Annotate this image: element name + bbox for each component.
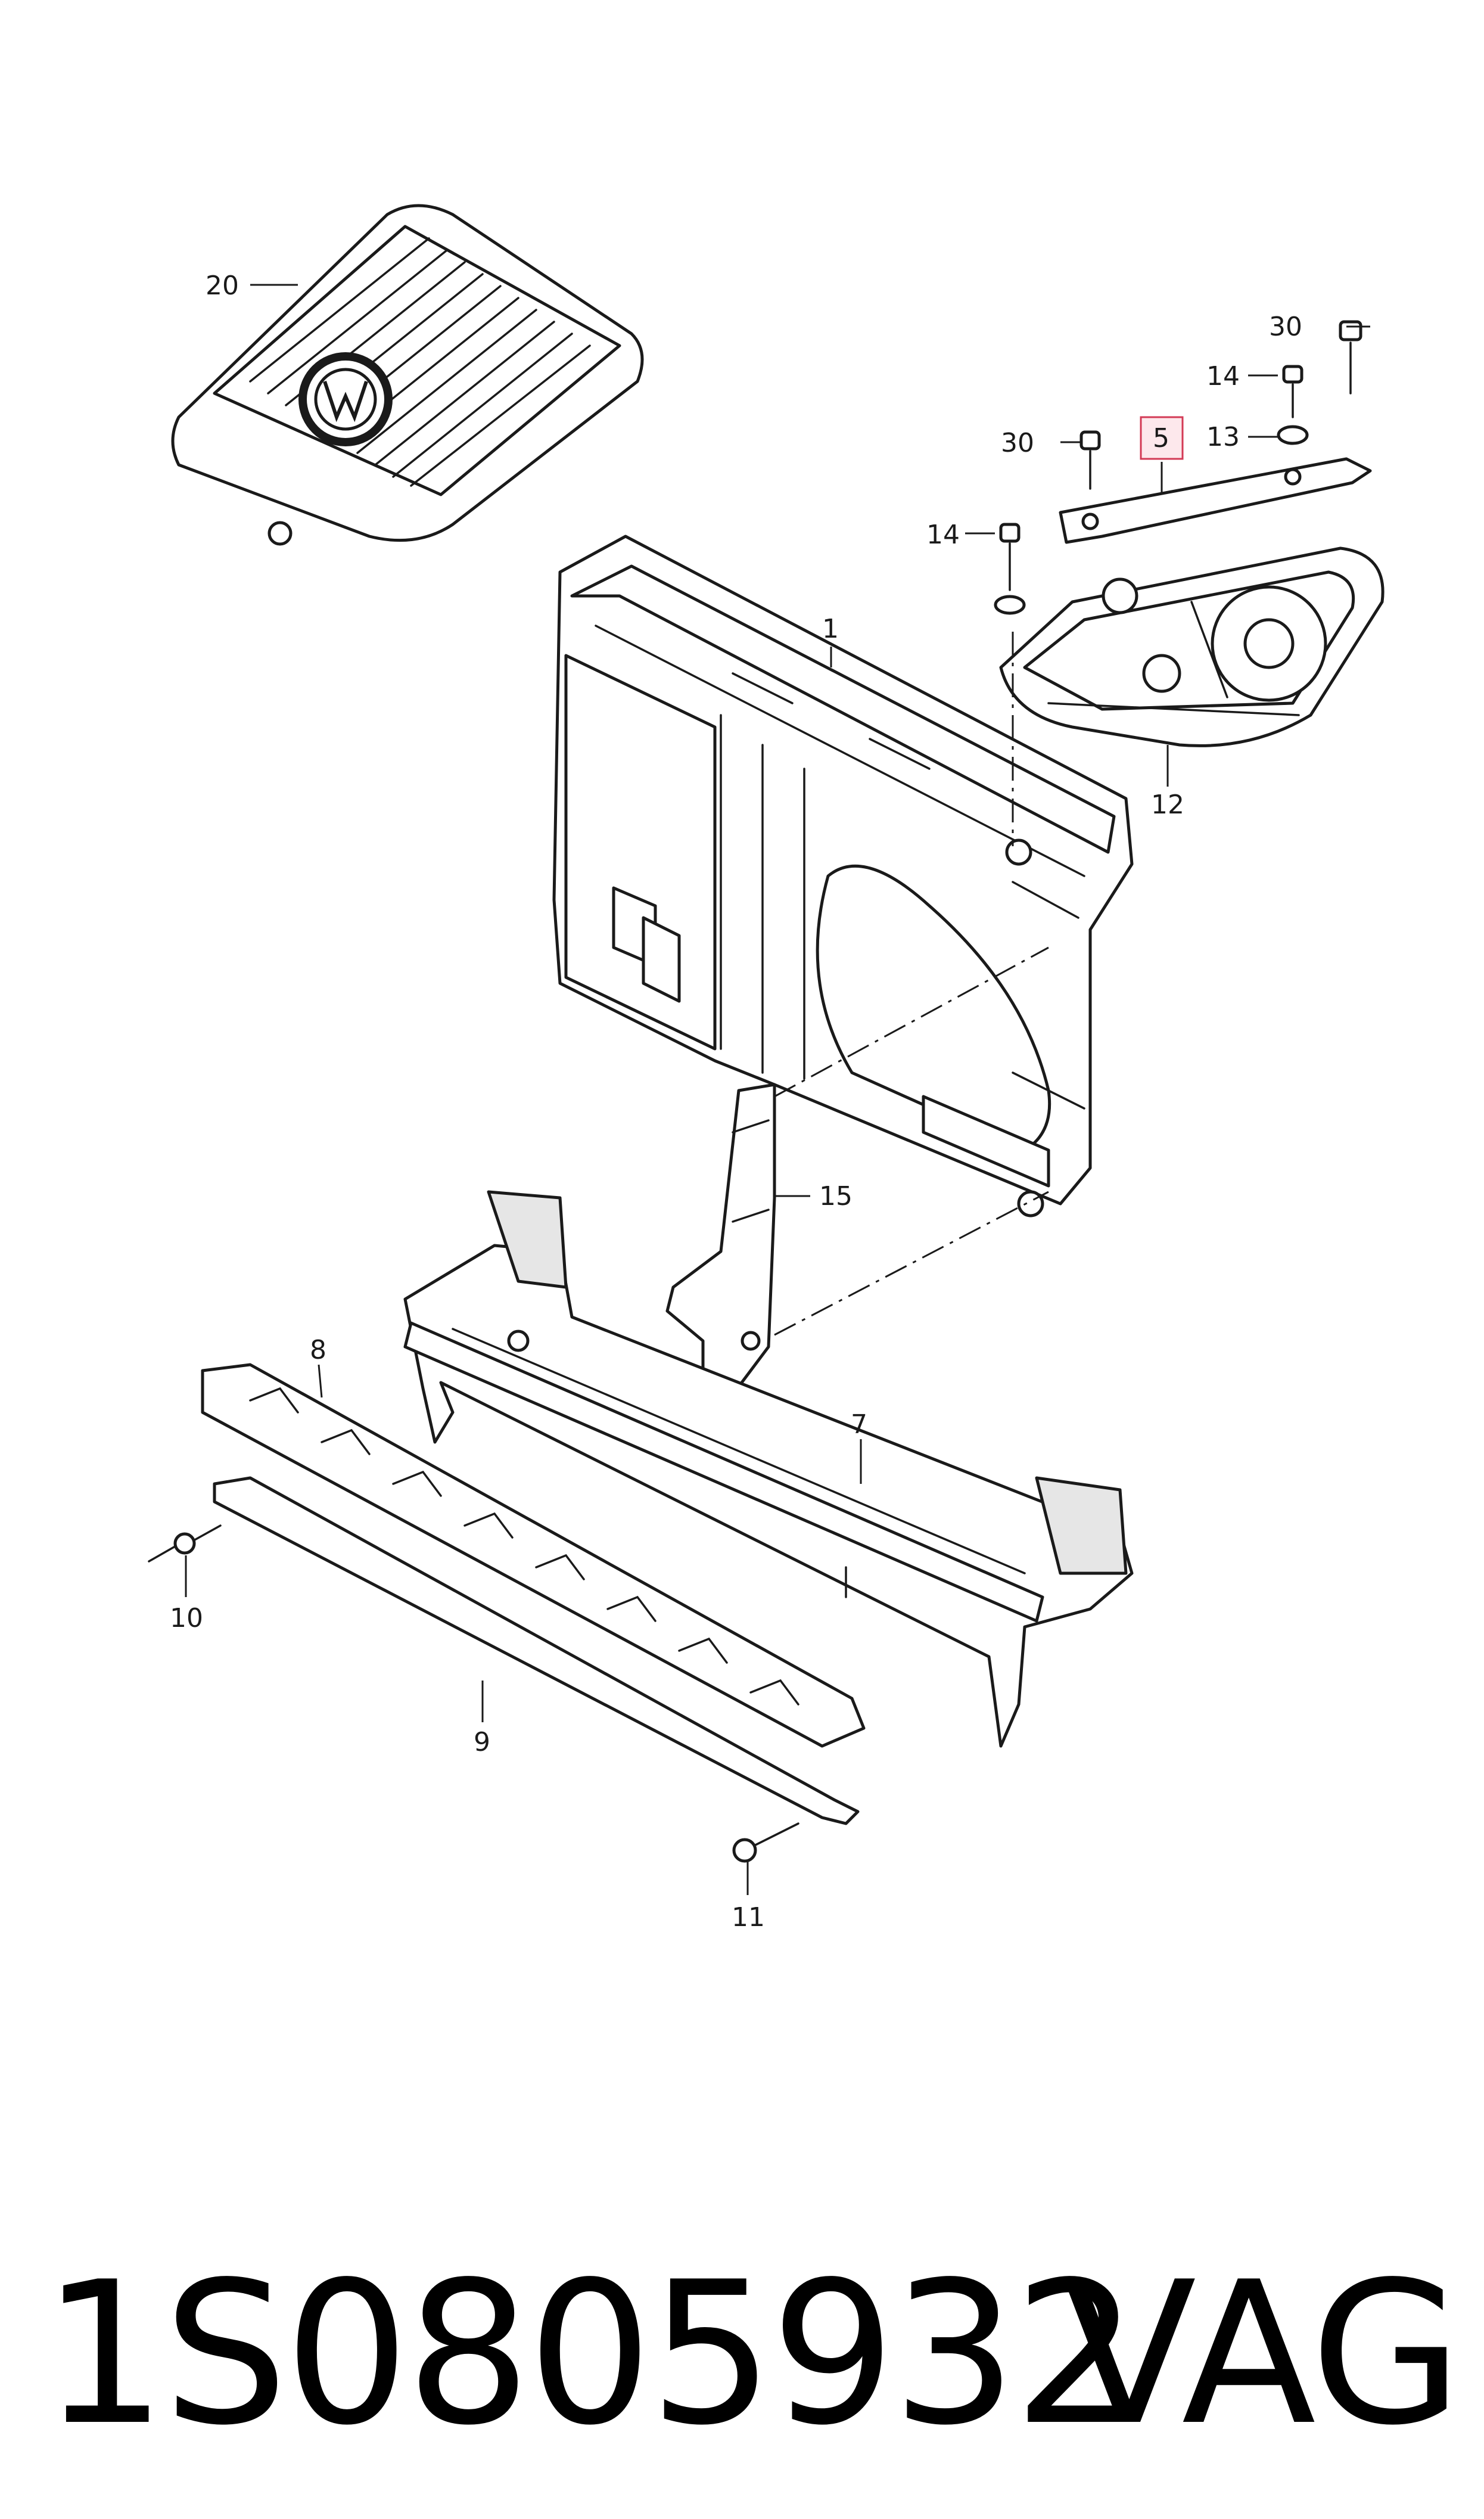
part-9-strip: [213, 1476, 860, 1825]
callout-1: 1: [822, 614, 839, 644]
callout-30-upper: 30: [1269, 312, 1302, 342]
callout-8: 8: [310, 1335, 326, 1365]
part-12-headlight: [999, 546, 1385, 747]
callout-5: 5: [1153, 423, 1169, 454]
assembly-line-airguide-upper: [774, 946, 1049, 1098]
vw-logo-icon: [298, 352, 393, 446]
callout-14-upper: 14: [1206, 361, 1240, 392]
part-8-impact-absorber: [201, 1363, 866, 1748]
bolt-14-upper-icon: [1282, 365, 1303, 418]
callout-11: 11: [732, 1902, 765, 1933]
callout-14-lower: 14: [926, 520, 960, 550]
callout-20: 20: [206, 271, 239, 301]
bolt-30-upper-icon: [1339, 320, 1362, 395]
part-1-lock-carrier: [552, 535, 1134, 1217]
callout-30-lower: 30: [1001, 428, 1034, 458]
callout-9: 9: [474, 1727, 490, 1757]
callout-13: 13: [1206, 422, 1240, 452]
part-7-bumper-carrier: [403, 1190, 1134, 1748]
leader-lines: [185, 284, 1370, 1895]
part-number: 1S0805932: [42, 2240, 1138, 2468]
clip-10-icon: [148, 1524, 222, 1563]
brand-label: VAG: [1062, 2240, 1463, 2468]
nut-13-icon: [1277, 425, 1309, 445]
footer: 1S0805932 VAG: [0, 2229, 1484, 2479]
callout-15: 15: [819, 1181, 853, 1212]
assembly-line-airguide-lower: [774, 1191, 1049, 1336]
part-5-bracket: [1059, 457, 1372, 544]
parts-diagram: 20 30 14 13 5 30 14 1 12 15 8 7 10 9 11: [148, 204, 1385, 1933]
callout-10: 10: [170, 1603, 203, 1633]
part-15-air-guide: [665, 1083, 776, 1396]
callout-7: 7: [851, 1409, 867, 1440]
bolt-30-lower-icon: [1079, 430, 1101, 490]
part-20-engine-cover: [171, 204, 644, 546]
screw-11-icon: [732, 1822, 799, 1863]
callout-5-highlight: [1140, 416, 1184, 460]
bolt-14-lower-icon: [994, 523, 1026, 615]
callout-12: 12: [1151, 790, 1184, 820]
